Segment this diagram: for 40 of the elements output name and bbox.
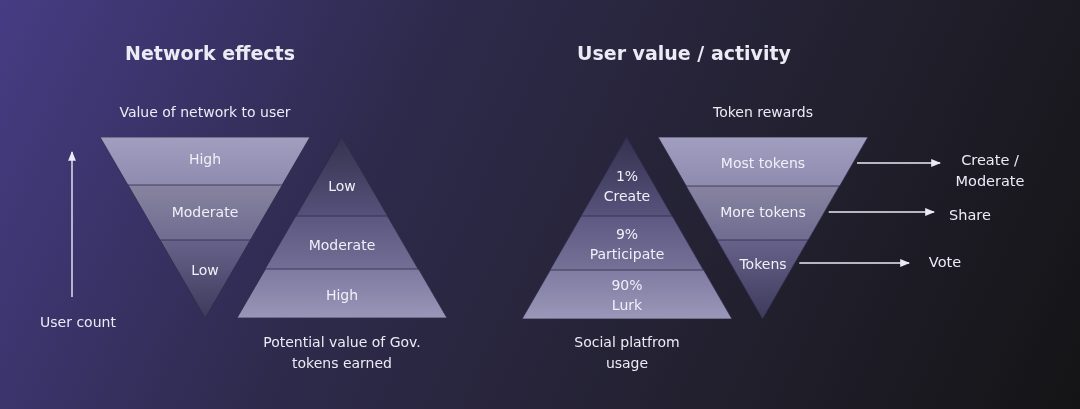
- section-heading: User value / activity: [576, 43, 792, 64]
- band-label: 90%: [611, 276, 643, 295]
- band-label: 1%: [615, 167, 639, 186]
- action-label: Create / Moderate: [940, 150, 1040, 192]
- caption: Potential value of Gov. tokens earned: [262, 333, 422, 373]
- pyramid-band: [686, 186, 840, 240]
- pyramid-band: [127, 185, 283, 240]
- pyramid-band: [522, 270, 732, 319]
- action-label: Share: [940, 205, 1000, 226]
- pyramid-band: [237, 269, 447, 318]
- pyramid-band: [265, 216, 419, 269]
- caption: Value of network to user: [118, 103, 292, 122]
- band-label: Create: [603, 187, 651, 206]
- arrow: [856, 159, 941, 167]
- band-label: High: [188, 150, 222, 169]
- section-heading: Network effects: [124, 43, 296, 64]
- action-label: Vote: [915, 252, 975, 273]
- pyramid-band: [658, 137, 868, 186]
- arrow: [828, 208, 935, 216]
- pyramid-band: [159, 240, 251, 318]
- band-label: Tokens: [739, 255, 787, 274]
- band-label: More tokens: [720, 203, 806, 222]
- band-label: Moderate: [171, 203, 239, 222]
- pyramid-band: [100, 137, 310, 185]
- band-label: Participate: [589, 245, 665, 264]
- band-label: Low: [191, 261, 219, 280]
- axis-label: User count: [39, 313, 117, 332]
- pyramid-band: [550, 216, 704, 270]
- pyramid-band: [717, 240, 809, 319]
- band-label: Low: [328, 177, 356, 196]
- band-label: High: [325, 286, 359, 305]
- pyramid-band: [296, 137, 388, 216]
- band-label: Most tokens: [720, 154, 806, 173]
- arrow: [798, 259, 910, 267]
- band-label: Moderate: [308, 236, 376, 255]
- caption: Social platfrom usage: [573, 333, 681, 373]
- band-label: Lurk: [611, 296, 643, 315]
- band-label: 9%: [615, 225, 639, 244]
- caption: Token rewards: [711, 103, 815, 122]
- pyramid-band: [581, 137, 673, 216]
